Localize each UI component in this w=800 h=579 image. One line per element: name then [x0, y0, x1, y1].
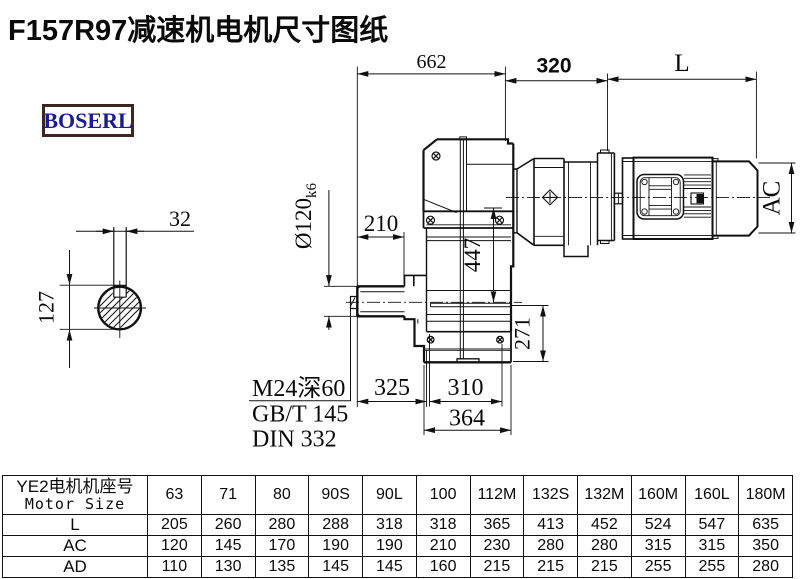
- motor-fin-box-bolts: [641, 178, 680, 215]
- table-row-label: L: [2, 514, 148, 536]
- table-cell: 280: [523, 535, 578, 557]
- table-cell: 205: [147, 514, 202, 536]
- gearbox-body: [346, 136, 770, 364]
- table-cell: 135: [254, 556, 310, 578]
- hatch-pattern: [99, 288, 140, 328]
- table-cell: 130: [200, 556, 256, 578]
- table-cell: 365: [469, 514, 525, 536]
- table-column-header: 132S: [523, 475, 578, 515]
- table-column-header: 90S: [308, 475, 363, 515]
- dim-center-height-label: 447: [460, 238, 485, 273]
- table-cell: 547: [684, 514, 740, 536]
- dim-base-height-label: 271: [510, 317, 535, 350]
- table-cell: 145: [362, 556, 417, 578]
- dim-shaft-dia-label: Ø120k6: [291, 182, 320, 249]
- table-cell: 170: [254, 535, 310, 557]
- note-gb: GB/T 145: [252, 402, 348, 428]
- brand-logo-text: BOSERL: [43, 107, 133, 133]
- table-cell: 318: [415, 514, 471, 536]
- fan-cover: [711, 160, 759, 237]
- table-column-header: 112M: [469, 475, 525, 515]
- table-header-en: Motor Size: [24, 495, 126, 513]
- table-cell: 255: [684, 556, 740, 578]
- dim-adapter-label: 320: [536, 55, 571, 78]
- table-row-label: AD: [2, 556, 148, 578]
- table-cell: 280: [738, 556, 793, 578]
- dim-base-width-label: 364: [449, 406, 485, 432]
- terminal-detail: [690, 192, 705, 205]
- table-header-cn: YE2电机机座号: [16, 477, 134, 496]
- motor-adapter: [513, 149, 624, 258]
- engineering-drawing: 32 127: [34, 50, 796, 453]
- dim-base-inner-label: 310: [448, 375, 484, 401]
- table-column-header: 71: [200, 475, 256, 515]
- table-cell: 110: [147, 556, 202, 578]
- base-bolt-right: [496, 335, 504, 344]
- table-column-header: 63: [147, 475, 202, 515]
- bolt-flange-right: [494, 215, 505, 225]
- bolt-upper: [431, 151, 441, 161]
- dim-motor-height-label: AC: [759, 181, 786, 216]
- motor-fin-box: [636, 173, 685, 220]
- bolt-flange-left: [425, 215, 436, 225]
- table-cell: 280: [577, 535, 632, 557]
- m24-tap-hole: [349, 295, 358, 310]
- table-cell: 215: [577, 556, 632, 578]
- dim-motor-length-label: L: [674, 50, 689, 77]
- page-title: F157R97减速机电机尺寸图纸: [8, 15, 389, 47]
- dim-key-height-label: 127: [34, 291, 59, 324]
- table-cell: 280: [254, 514, 310, 536]
- dim-overall-label: 662: [417, 51, 447, 73]
- table-cell: 524: [630, 514, 686, 536]
- dim-key-width-label: 32: [169, 206, 191, 231]
- table-column-header: 160L: [684, 475, 740, 515]
- dim-key-height: [59, 250, 116, 368]
- table-cell: 635: [738, 514, 793, 536]
- table-cell: 145: [200, 535, 256, 557]
- shaft-section-view: [94, 227, 146, 338]
- motor-flange: [621, 157, 635, 240]
- table-cell: 215: [523, 556, 578, 578]
- note-tap: M24深60: [252, 375, 345, 402]
- table-cell: 210: [415, 535, 471, 557]
- table-header-cell: YE2电机机座号 Motor Size: [2, 475, 148, 515]
- note-din: DIN 332: [252, 427, 337, 453]
- dimension-lines: [249, 66, 796, 435]
- dim-shaft-len-label: 210: [364, 211, 399, 236]
- table-cell: 160: [415, 556, 471, 578]
- table-cell: 120: [147, 535, 202, 557]
- table-cell: 413: [523, 514, 578, 536]
- table-cell: 452: [577, 514, 632, 536]
- table-cell: 190: [308, 535, 363, 557]
- table-column-header: 180M: [738, 475, 793, 515]
- table-column-header: 80: [254, 475, 310, 515]
- table-cell: 318: [362, 514, 417, 536]
- table-row-label: AC: [2, 535, 148, 557]
- table-column-header: 160M: [630, 475, 686, 515]
- brand-logo: BOSERL: [42, 104, 134, 137]
- center-cross: [94, 280, 146, 338]
- table-column-header: 132M: [577, 475, 632, 515]
- motor: [621, 156, 759, 241]
- table-cell: 315: [684, 535, 740, 557]
- table-cell: 255: [630, 556, 686, 578]
- table-cell: 215: [469, 556, 525, 578]
- table-cell: 230: [469, 535, 525, 557]
- table-cell: 350: [738, 535, 793, 557]
- table-column-header: 100: [415, 475, 471, 515]
- table-column-header: 90L: [362, 475, 417, 515]
- table-cell: 260: [200, 514, 256, 536]
- adapter-plug-symbol: [541, 189, 559, 206]
- table-cell: 288: [308, 514, 363, 536]
- table-cell: 190: [362, 535, 417, 557]
- table-cell: 145: [308, 556, 363, 578]
- table-cell: 315: [630, 535, 686, 557]
- base-bolt-left: [426, 335, 435, 344]
- dim-shaft-to-body-label: 325: [374, 375, 410, 401]
